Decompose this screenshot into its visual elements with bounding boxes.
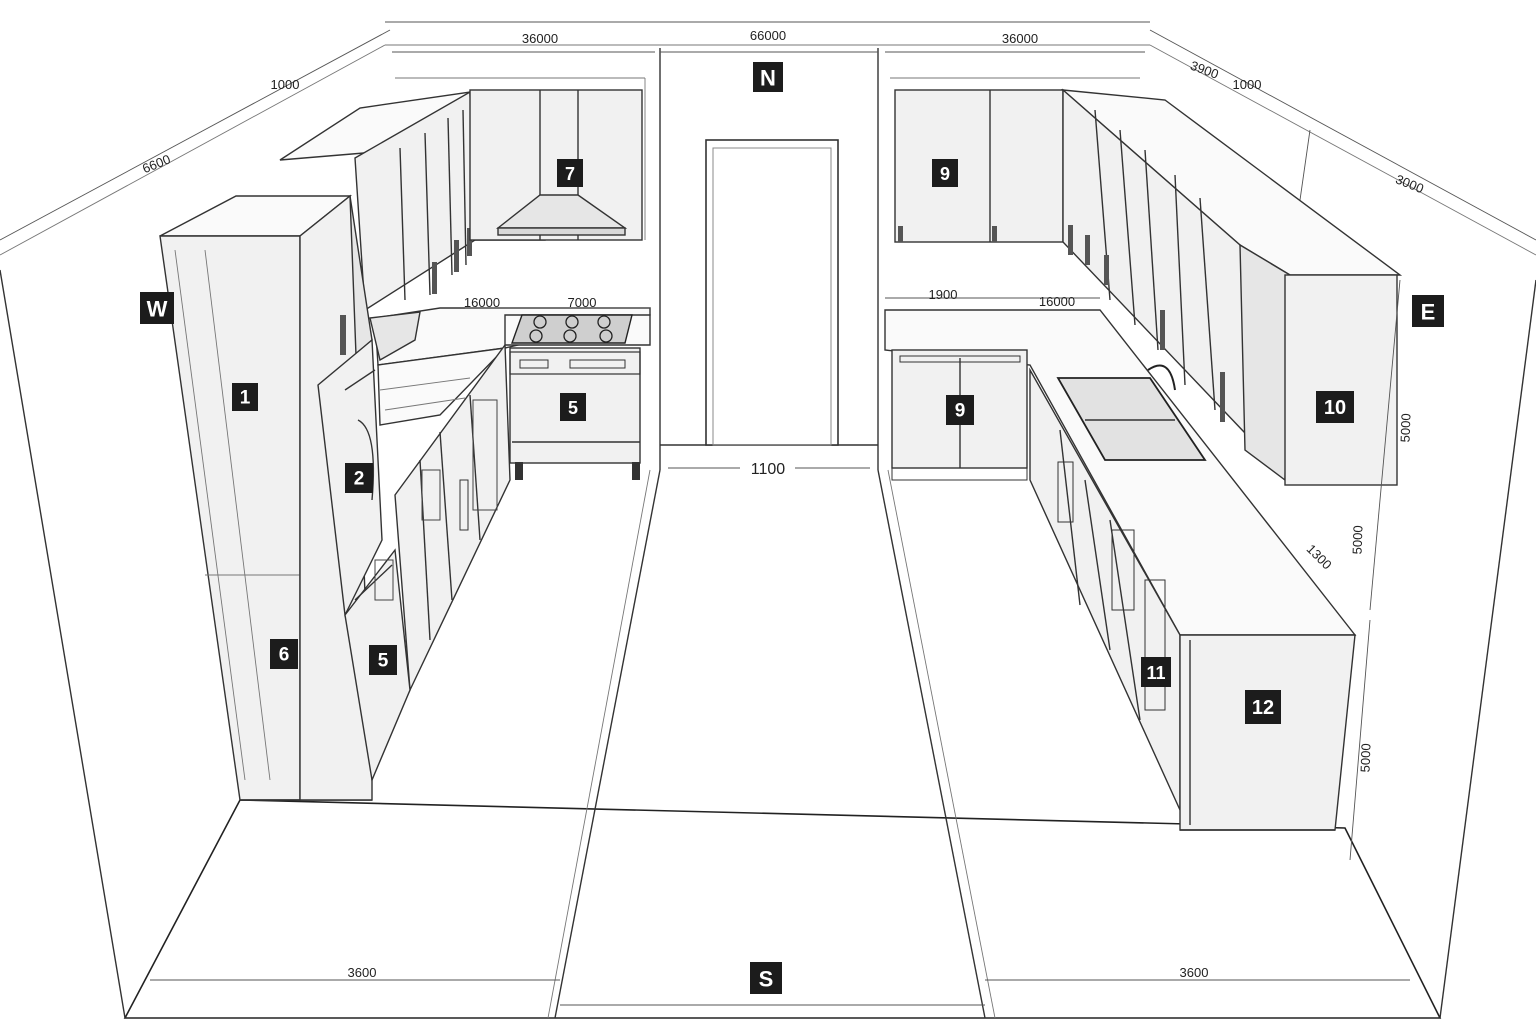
svg-text:1: 1 xyxy=(240,388,251,409)
corner-upper-cabinet xyxy=(1239,243,1398,486)
svg-text:E: E xyxy=(1421,300,1436,325)
end-cabinet xyxy=(1144,579,1356,831)
dim-counter-right-a: 1900 xyxy=(929,287,958,302)
dim-right-upper-a: 3900 xyxy=(1188,58,1220,82)
item-label-9-base: 9 xyxy=(946,395,974,425)
dim-top-center: 66000 xyxy=(750,28,786,43)
item-label-10: 10 xyxy=(1316,391,1354,423)
dim-right-upper-b: 1000 xyxy=(1233,77,1262,92)
dim-left-side: 6600 xyxy=(140,151,172,176)
dim-top-left: 36000 xyxy=(522,31,558,46)
svg-text:10: 10 xyxy=(1324,397,1346,419)
north-upper-cabinets-right xyxy=(890,77,1140,243)
dim-counter-left-a: 16000 xyxy=(464,295,500,310)
item-label-11: 11 xyxy=(1141,657,1171,687)
svg-text:S: S xyxy=(759,967,774,992)
east-upper-cabinets xyxy=(1060,88,1403,478)
compass-labels: N S W E xyxy=(140,62,1444,994)
svg-text:W: W xyxy=(147,297,168,322)
item-label-9-upper: 9 xyxy=(932,159,958,187)
dim-right-vertical-b: 5000 xyxy=(1350,525,1366,554)
svg-text:6: 6 xyxy=(279,645,290,666)
dim-bottom-left: 3600 xyxy=(348,965,377,980)
compass-east: E xyxy=(1412,295,1444,327)
compass-north: N xyxy=(753,62,783,92)
item-label-12: 12 xyxy=(1245,690,1281,724)
item-label-1: 1 xyxy=(232,383,258,411)
dim-right-vertical-a: 5000 xyxy=(1398,413,1414,442)
dim-counter-left-b: 7000 xyxy=(568,295,597,310)
east-base-cabinets xyxy=(884,309,1357,811)
svg-text:2: 2 xyxy=(354,469,365,490)
dim-counter-right-b: 16000 xyxy=(1039,294,1075,309)
item-label-5-range: 5 xyxy=(560,393,586,421)
item-labels: 1 2 5 5 6 7 9 9 xyxy=(232,159,1354,724)
dim-walkway: 1100 xyxy=(751,461,786,478)
svg-text:7: 7 xyxy=(565,164,575,184)
item-label-5-base: 5 xyxy=(369,645,397,675)
compass-south: S xyxy=(750,962,782,994)
dim-right-side: 3000 xyxy=(1393,171,1425,196)
range xyxy=(504,314,651,480)
svg-text:9: 9 xyxy=(940,164,950,184)
svg-text:5: 5 xyxy=(378,651,389,672)
dimension-lines xyxy=(0,21,1536,1006)
north-upper-cabinets-left xyxy=(395,77,646,241)
dim-left-upper: 1000 xyxy=(271,77,300,92)
door xyxy=(705,139,839,446)
room-outline xyxy=(0,44,1536,1019)
dim-right-vertical-c: 5000 xyxy=(1358,743,1374,772)
dim-top-right: 36000 xyxy=(1002,31,1038,46)
item-label-6: 6 xyxy=(270,639,298,669)
dim-right-small: 1300 xyxy=(1304,541,1335,572)
svg-text:5: 5 xyxy=(568,398,578,418)
item-label-2: 2 xyxy=(345,463,373,493)
compass-west: W xyxy=(140,292,174,324)
svg-text:N: N xyxy=(760,66,776,91)
svg-text:12: 12 xyxy=(1252,697,1274,719)
dim-bottom-right: 3600 xyxy=(1180,965,1209,980)
item-label-7: 7 xyxy=(557,159,583,187)
svg-text:11: 11 xyxy=(1146,663,1165,683)
svg-text:9: 9 xyxy=(955,401,966,422)
